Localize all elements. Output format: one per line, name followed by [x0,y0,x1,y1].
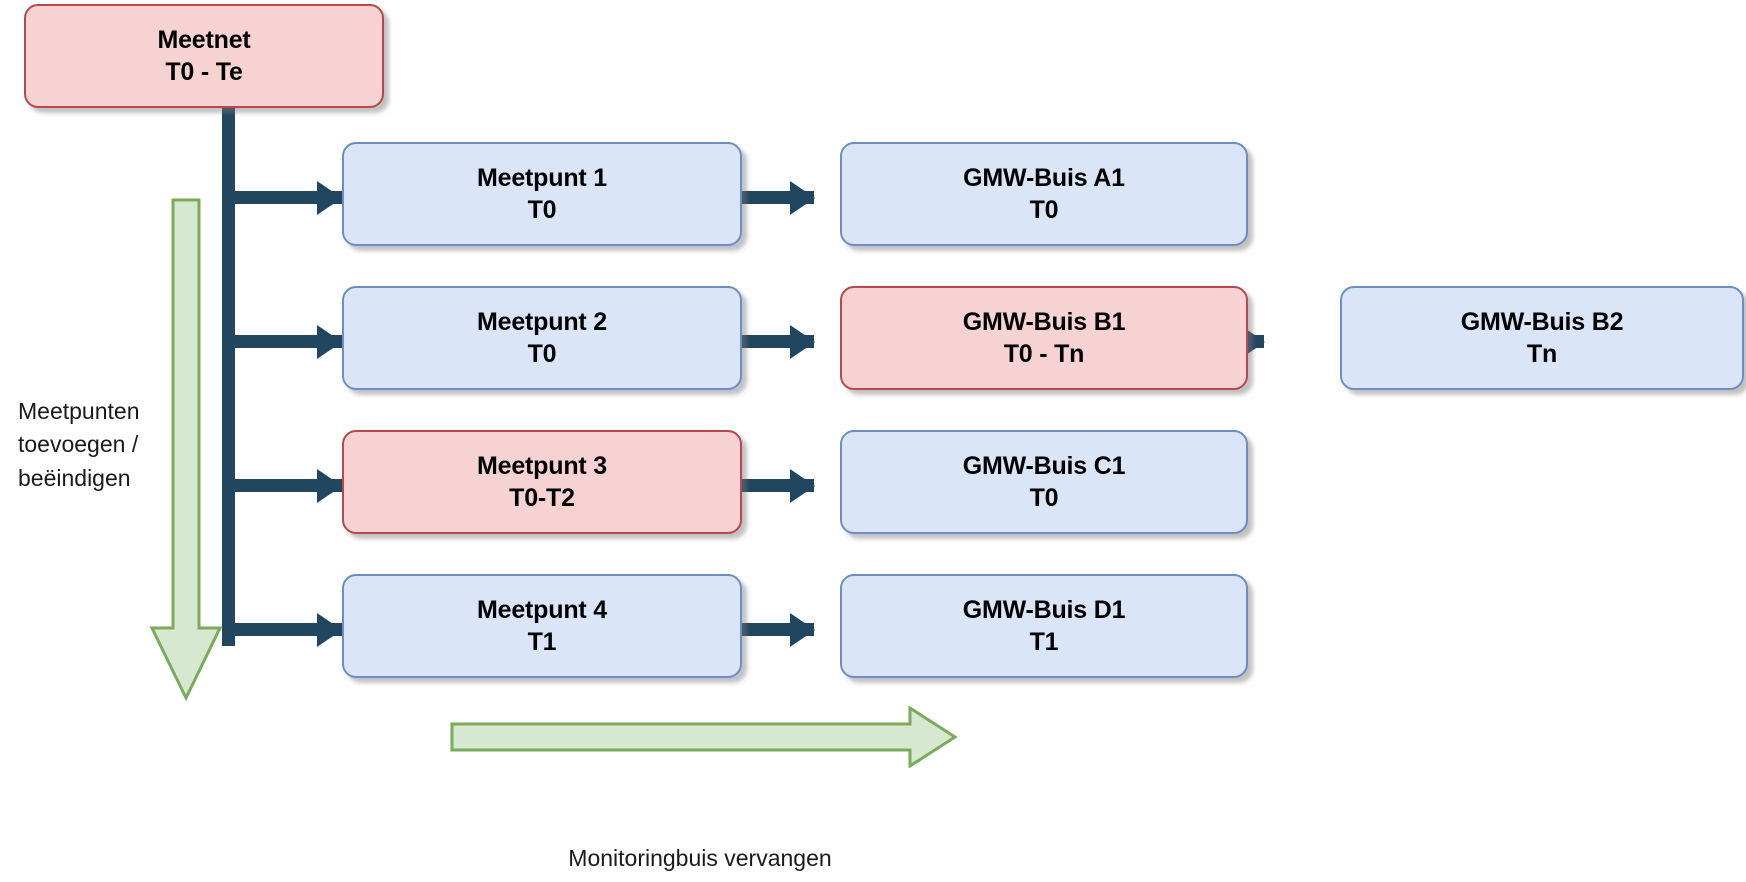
node-meetpunt-2-period: T0 [527,340,557,368]
node-gmw-buis-a1[interactable]: GMW-Buis A1 T0 [840,142,1248,246]
link-arrowhead-mp1-buisA1 [790,181,815,215]
node-meetpunt-1-period: T0 [527,196,557,224]
node-gmw-buis-a1-title: GMW-Buis A1 [963,164,1125,192]
node-meetpunt-4-period: T1 [527,628,557,656]
meetpunten-annotation-label: Meetpunten toevoegen / beëindigen [18,398,140,491]
node-meetpunt-2[interactable]: Meetpunt 2 T0 [342,286,742,390]
node-meetpunt-4-title: Meetpunt 4 [477,596,607,624]
node-gmw-buis-b2-title: GMW-Buis B2 [1460,308,1624,336]
node-gmw-buis-d1-title: GMW-Buis D1 [962,596,1126,624]
branch-arrowhead-row1 [317,181,342,215]
link-arrowhead-mp2-buisB1 [790,325,815,359]
node-meetpunt-4[interactable]: Meetpunt 4 T1 [342,574,742,678]
node-gmw-buis-b1[interactable]: GMW-Buis B1 T0 - Tn [840,286,1248,390]
node-gmw-buis-a1-period: T0 [1029,196,1059,224]
node-gmw-buis-b2-period: Tn [1526,340,1558,368]
trunk-connector-vertical [222,106,235,646]
node-meetpunt-3-title: Meetpunt 3 [477,452,607,480]
node-gmw-buis-b1-period: T0 - Tn [1003,340,1085,368]
node-gmw-buis-d1-period: T1 [1029,628,1059,656]
node-meetpunt-1[interactable]: Meetpunt 1 T0 [342,142,742,246]
node-meetpunt-3[interactable]: Meetpunt 3 T0-T2 [342,430,742,534]
meetpunten-green-arrow [149,198,223,702]
node-meetnet-title: Meetnet [157,26,251,54]
branch-arrowhead-row2 [317,325,342,359]
node-gmw-buis-c1[interactable]: GMW-Buis C1 T0 [840,430,1248,534]
monitoringbuis-green-arrow [450,706,958,768]
node-meetpunt-1-title: Meetpunt 1 [477,164,607,192]
link-arrowhead-mp4-buisD1 [790,613,815,647]
branch-arrowhead-row3 [317,469,342,503]
branch-arrowhead-row4 [317,613,342,647]
node-meetpunt-2-title: Meetpunt 2 [477,308,607,336]
node-gmw-buis-d1[interactable]: GMW-Buis D1 T1 [840,574,1248,678]
node-gmw-buis-c1-period: T0 [1029,484,1059,512]
node-meetnet[interactable]: Meetnet T0 - Te [24,4,384,108]
link-arrowhead-mp3-buisC1 [790,469,815,503]
node-meetpunt-3-period: T0-T2 [509,484,575,512]
node-gmw-buis-c1-title: GMW-Buis C1 [962,452,1126,480]
monitoringbuis-annotation-label: Monitoringbuis vervangen [568,845,832,871]
node-gmw-buis-b2[interactable]: GMW-Buis B2 Tn [1340,286,1744,390]
node-meetnet-period: T0 - Te [165,58,243,86]
node-gmw-buis-b1-title: GMW-Buis B1 [962,308,1126,336]
